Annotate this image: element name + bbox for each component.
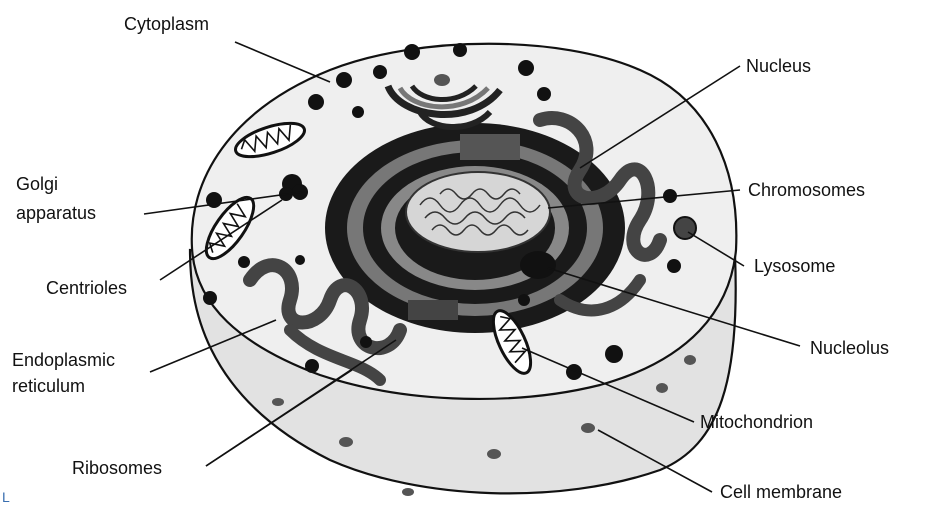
label-er-line1: Endoplasmic xyxy=(12,350,115,370)
label-nucleolus: Nucleolus xyxy=(810,338,889,358)
label-cell-membrane: Cell membrane xyxy=(720,482,842,502)
corner-mark: L xyxy=(2,489,10,505)
label-golgi-line1: Golgi xyxy=(16,174,58,194)
nucleolus xyxy=(520,251,556,279)
label-er-line2: reticulum xyxy=(12,376,85,396)
label-golgi-line2: apparatus xyxy=(16,203,96,223)
label-centrioles: Centrioles xyxy=(46,278,127,298)
label-cytoplasm: Cytoplasm xyxy=(124,14,209,34)
label-chromosomes: Chromosomes xyxy=(748,180,865,200)
label-nucleus: Nucleus xyxy=(746,56,811,76)
label-ribosomes: Ribosomes xyxy=(72,458,162,478)
label-lysosome: Lysosome xyxy=(754,256,835,276)
label-mitochondrion: Mitochondrion xyxy=(700,412,813,432)
